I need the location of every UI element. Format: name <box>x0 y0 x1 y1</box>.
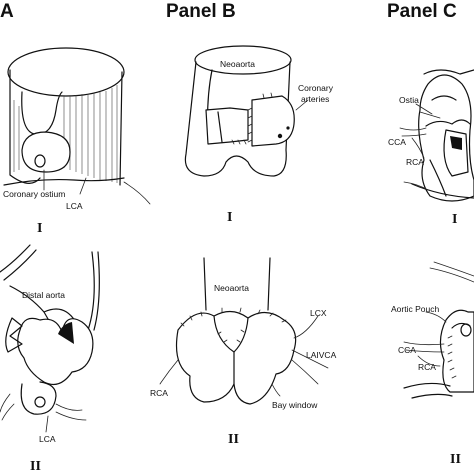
label-b-top-neoaorta: Neoaorta <box>220 59 255 69</box>
panel-a-bottom-drawing <box>0 244 100 433</box>
label-coronary-ostium: Coronary ostium <box>3 189 65 199</box>
label-bay-window: Bay window <box>272 400 318 410</box>
label-c-bottom-rca: RCA <box>418 362 436 372</box>
label-c-top-cca: CCA <box>388 137 406 147</box>
label-lcx: LCX <box>310 308 327 318</box>
label-laivca: LAIVCA <box>306 350 337 360</box>
panel-c-bottom-drawing <box>403 261 474 399</box>
panel-b-top-drawing <box>184 45 309 177</box>
panel-b-bottom-drawing <box>159 257 329 405</box>
panel-c-top-drawing <box>399 69 474 202</box>
label-a-bottom-lca: LCA <box>39 434 56 444</box>
label-ostia: Ostia <box>399 95 419 105</box>
label-distal-aorta: Distal aorta <box>22 290 65 300</box>
label-b-bottom-rca: RCA <box>150 388 168 398</box>
numeral-b-top: I <box>227 210 232 225</box>
numeral-a-top: I <box>37 221 42 236</box>
label-aortic-pouch: Aortic Pouch <box>391 304 439 314</box>
numeral-a-bottom: II <box>30 459 41 474</box>
label-b-bottom-neoaorta: Neoaorta <box>214 283 249 293</box>
numeral-c-bottom: II <box>450 452 461 467</box>
numeral-c-top: I <box>452 212 457 227</box>
panel-c-title: Panel C <box>387 1 457 22</box>
panel-a-top-drawing <box>3 47 151 205</box>
label-arteries: arteries <box>301 94 329 104</box>
label-c-top-rca: RCA <box>406 157 424 167</box>
panel-a-title: A <box>0 1 14 22</box>
numeral-b-bottom: II <box>228 432 239 447</box>
label-a-top-lca: LCA <box>66 201 83 211</box>
label-coronary: Coronary <box>298 83 334 93</box>
panel-b-title: Panel B <box>166 1 236 22</box>
label-c-bottom-cca: CCA <box>398 345 416 355</box>
